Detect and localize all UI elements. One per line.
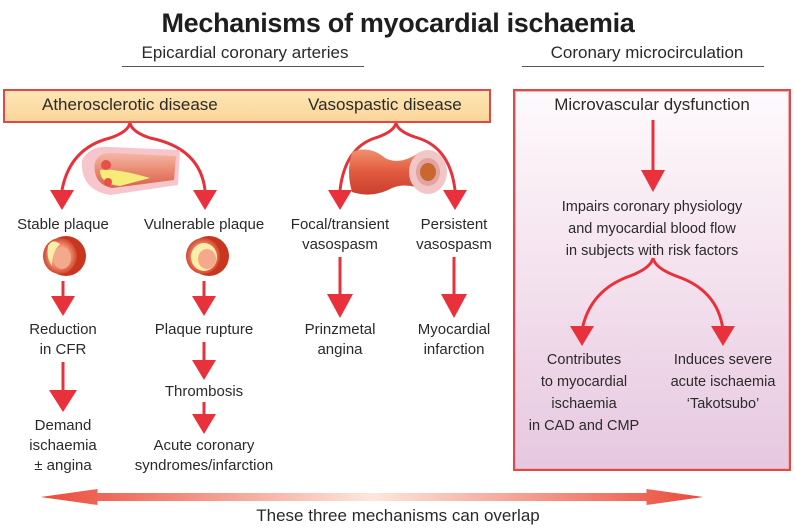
- label-vulnerable-plaque: Vulnerable plaque: [143, 216, 265, 233]
- overlap-double-arrow: [40, 489, 704, 505]
- atherosclerotic-artery-illustration: [81, 146, 180, 195]
- athero-branch-arrows: [60, 122, 207, 191]
- arrow-head: [711, 326, 735, 346]
- label-acute-coronary-syndromes: Acute coronary syndromes/infarction: [134, 437, 274, 474]
- section-epicardial-underline: [122, 66, 364, 67]
- arrow-head: [192, 414, 216, 434]
- label-myocardial-infarction: Myocardial infarction: [417, 321, 491, 358]
- page-title: Mechanisms of myocardial ischaemia: [161, 8, 635, 38]
- stable-plaque-cross-section: [43, 236, 86, 276]
- arrow-head: [441, 294, 467, 318]
- label-impairs-physiology: Impairs coronary physiology and myocardi…: [561, 199, 743, 259]
- arrow-head: [49, 390, 77, 412]
- arrow-head: [50, 190, 74, 210]
- header-microvascular: Microvascular dysfunction: [554, 95, 750, 114]
- arrow-head: [328, 190, 352, 210]
- section-microcirculation: Coronary microcirculation: [550, 43, 744, 62]
- header-atherosclerotic: Atherosclerotic disease: [42, 95, 218, 114]
- header-vasospastic: Vasospastic disease: [308, 95, 462, 114]
- label-thrombosis: Thrombosis: [164, 383, 244, 400]
- vaso-branch-arrows: [338, 122, 457, 191]
- arrow-head: [51, 296, 75, 316]
- label-demand-ischaemia: Demand ischaemia ± angina: [29, 417, 97, 474]
- vasospastic-artery-illustration: [349, 149, 447, 195]
- arrow-head: [443, 190, 467, 210]
- label-focal-vasospasm: Focal/transient vasospasm: [290, 216, 390, 253]
- vulnerable-plaque-cross-section: [186, 236, 229, 276]
- label-reduction-cfr: Reduction in CFR: [29, 321, 97, 358]
- arrow-head: [327, 294, 353, 318]
- micro-branch-arrows: [580, 257, 725, 331]
- label-stable-plaque: Stable plaque: [17, 216, 109, 233]
- arrow-head: [192, 296, 216, 316]
- label-plaque-rupture: Plaque rupture: [154, 321, 254, 338]
- arrow-head: [193, 190, 217, 210]
- arrow-head: [192, 360, 216, 380]
- label-induces-takotsubo: Induces severe acute ischaemia ‘Takotsub…: [670, 352, 776, 412]
- section-microcirculation-underline: [522, 66, 764, 67]
- label-prinzmetal-angina: Prinzmetal angina: [304, 321, 376, 358]
- arrow-head: [641, 170, 665, 192]
- label-persistent-vasospasm: Persistent vasospasm: [416, 216, 492, 253]
- section-epicardial: Epicardial coronary arteries: [141, 43, 349, 62]
- epicardial-header-box: [3, 89, 491, 123]
- footer-overlap-note: These three mechanisms can overlap: [256, 506, 540, 525]
- label-contributes-ischaemia: Contributes to myocardial ischaemia in C…: [528, 352, 640, 434]
- arrow-head: [570, 326, 594, 346]
